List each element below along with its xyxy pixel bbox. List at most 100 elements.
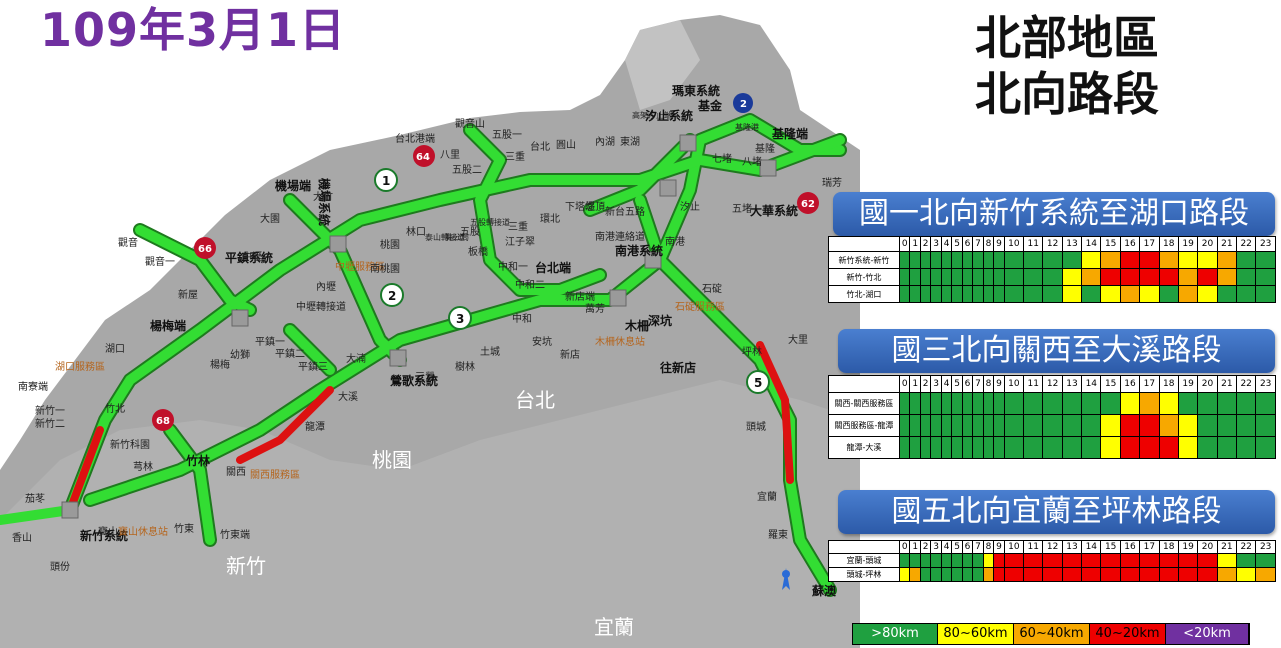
speed-cell [961,567,974,582]
hour-header: 13 [1061,236,1083,252]
speed-cell [1061,436,1083,459]
speed-cell [898,436,911,459]
svg-text:頭城: 頭城 [746,421,766,433]
congestion-n5-toucheng [756,341,794,484]
hour-header: 9 [993,236,1005,252]
svg-text:宜蘭: 宜蘭 [757,490,777,503]
svg-text:台北端: 台北端 [535,260,571,275]
speed-cell [1255,567,1276,582]
hour-header: 20 [1197,236,1218,252]
hour-header: 5 [951,540,963,554]
speed-cell [1139,392,1160,415]
speed-cell [1197,553,1218,568]
hour-header: 16 [1119,236,1141,252]
svg-text:平鎮三: 平鎮三 [298,360,328,373]
svg-text:五股轉接道: 五股轉接道 [470,217,510,227]
hour-header: 16 [1119,375,1141,393]
speed-cell [1216,251,1238,269]
expressway-shield: 62 [797,192,819,214]
speed-cell [1197,285,1218,303]
svg-text:新竹科園: 新竹科園 [110,438,150,451]
hour-header: 4 [940,375,953,393]
svg-text:八堵: 八堵 [742,155,762,168]
speed-cell [909,251,921,269]
speed-cell [940,392,953,415]
speed-cell [1100,251,1121,269]
legend-item: 60~40km [1014,624,1090,644]
speed-cell [919,268,932,286]
svg-text:中和: 中和 [512,312,532,325]
speed-cell [1216,436,1238,459]
svg-text:羅東: 羅東 [768,528,788,541]
svg-text:2: 2 [388,289,396,303]
expressway-shield: 68 [152,409,174,431]
speed-cell [1081,436,1102,459]
speed-cell [972,285,984,303]
freeway-shield: 2 [380,283,404,307]
speed-cell [1100,436,1121,459]
speed-cell [961,251,974,269]
north-arrow-icon [782,568,790,590]
speed-cell [930,567,942,582]
svg-text:基隆港: 基隆港 [735,122,759,132]
sea-bay [625,20,700,110]
speed-cell [993,285,1005,303]
speed-cell [1100,392,1121,415]
hour-header: 1 [909,375,921,393]
speed-cell [1177,553,1199,568]
legend-item: 80~60km [938,624,1014,644]
freeway-shield: 3 [448,306,472,330]
segment-label: 頭城-坪林 [828,567,900,582]
hour-header: 6 [961,540,974,554]
svg-text:中壢轉接道: 中壢轉接道 [296,300,346,313]
speed-cell [930,553,942,568]
table-row: 宜蘭-頭城 [828,553,1276,568]
svg-text:瑞芳: 瑞芳 [822,176,842,189]
svg-text:竹北: 竹北 [105,402,125,415]
hour-header: 20 [1197,540,1218,554]
hour-header: 22 [1235,540,1257,554]
speed-cell [1023,436,1044,459]
hour-header: 9 [993,540,1005,554]
speed-cell [982,414,995,437]
hour-header: 22 [1235,375,1257,393]
speed-cell [930,392,942,415]
svg-text:龍潭: 龍潭 [305,420,325,433]
hour-header: 23 [1255,540,1276,554]
svg-text:基隆端: 基隆端 [771,126,808,141]
hour-header: 11 [1023,375,1044,393]
region-hsinchu: 新竹 [226,554,266,578]
speed-cell [1235,285,1257,303]
svg-text:楊梅: 楊梅 [210,358,230,371]
speed-cell [1100,553,1121,568]
speed-cell [1023,285,1044,303]
hour-header: 18 [1158,236,1179,252]
speed-cell [961,436,974,459]
hour-header: 15 [1100,375,1121,393]
hour-header: 21 [1216,236,1238,252]
svg-text:3: 3 [456,312,464,326]
grid-corner [828,540,900,554]
speed-cell [993,567,1005,582]
speed-cell [1003,414,1025,437]
svg-text:七堵: 七堵 [712,152,732,165]
svg-text:新竹系統: 新竹系統 [80,528,128,543]
speed-cell [972,268,984,286]
speed-cell [1003,285,1025,303]
speed-cell [1061,251,1083,269]
svg-text:大里: 大里 [788,333,808,346]
hour-header: 21 [1216,540,1238,554]
speed-cell [1177,436,1199,459]
svg-text:平鎮二: 平鎮二 [275,347,305,360]
speed-cell [1042,251,1063,269]
speed-cell [898,567,911,582]
speed-cell [1216,567,1238,582]
speed-cell [993,392,1005,415]
speed-cell [1177,392,1199,415]
svg-text:66: 66 [198,244,212,255]
speed-cell [1023,553,1044,568]
svg-text:下塔悠: 下塔悠 [565,200,595,213]
speed-cell [1100,268,1121,286]
